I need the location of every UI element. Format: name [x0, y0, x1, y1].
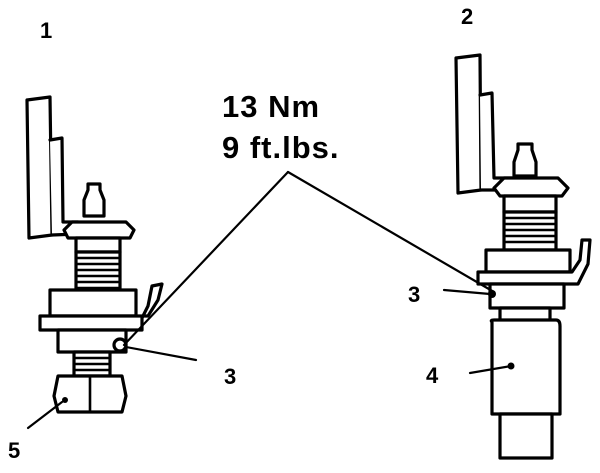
- locknut-3-right: [488, 282, 566, 310]
- upper-flange-2: [492, 176, 570, 198]
- locknut-3-left: [56, 328, 128, 354]
- callout-3-right: 3: [408, 282, 421, 307]
- bracket-arm-2-bend: [478, 91, 514, 192]
- torque-ftlbs-label: 9 ft.lbs.: [222, 130, 340, 165]
- torque-leader-left: [122, 170, 290, 347]
- leader-5: [26, 400, 64, 430]
- figure-number-1: 1: [40, 18, 53, 43]
- leader-3-left: [124, 345, 198, 362]
- callout-5: 5: [8, 438, 21, 463]
- upper-flange-1: [62, 220, 136, 240]
- plug-2: [498, 412, 554, 460]
- plunger-tip-2: [512, 142, 538, 178]
- torque-nm-label: 13 Nm: [222, 89, 321, 124]
- leader-4: [468, 364, 513, 375]
- figure-number-2: 2: [461, 4, 474, 29]
- torque-leader-right: [286, 170, 496, 294]
- switch-assembly-1: [25, 95, 164, 414]
- plunger-tip-1: [82, 182, 106, 218]
- leader-lines: [26, 170, 513, 430]
- thread-lines-1: [76, 256, 120, 290]
- nut-5-dot: [62, 397, 68, 403]
- callout-3-left: 3: [224, 364, 237, 389]
- lower-thread-lines-1: [74, 356, 110, 372]
- bracket-arm-1: [25, 95, 54, 240]
- thread-lines-2: [504, 216, 556, 244]
- main-housing-1: [48, 288, 138, 318]
- cap-body-2: [502, 194, 558, 214]
- cap-body-1: [74, 236, 122, 254]
- connector-4: [489, 318, 562, 416]
- bracket-arm-2: [454, 53, 483, 195]
- leader-3-right: [442, 288, 492, 296]
- switch-assembly-2: [454, 53, 592, 460]
- main-housing-2: [484, 248, 572, 274]
- locknut-3-left-dot: [112, 337, 128, 353]
- callout-4: 4: [426, 363, 439, 388]
